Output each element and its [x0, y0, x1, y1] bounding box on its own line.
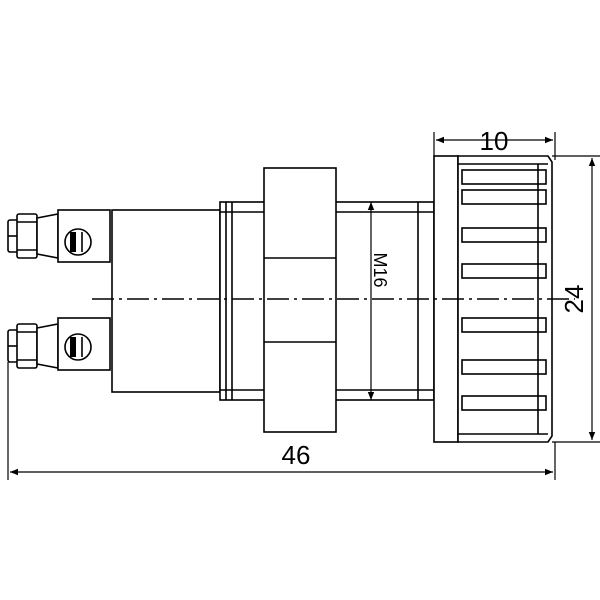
dimension-thread-label: M16 [370, 252, 390, 287]
dimension-cap-diameter-label: 24 [559, 285, 589, 314]
terminal-bottom [7, 317, 111, 371]
dimension-cap-diameter [552, 155, 600, 443]
terminal-top [7, 209, 111, 263]
dimension-overall-length-label: 46 [282, 440, 311, 470]
knurl-ribs [461, 169, 547, 411]
rear-body [111, 209, 221, 393]
dimension-cap-width-label: 10 [480, 126, 509, 156]
dimension-overall-length [7, 362, 556, 480]
hex-nut [263, 167, 337, 433]
dimension-cap-width [433, 132, 556, 160]
